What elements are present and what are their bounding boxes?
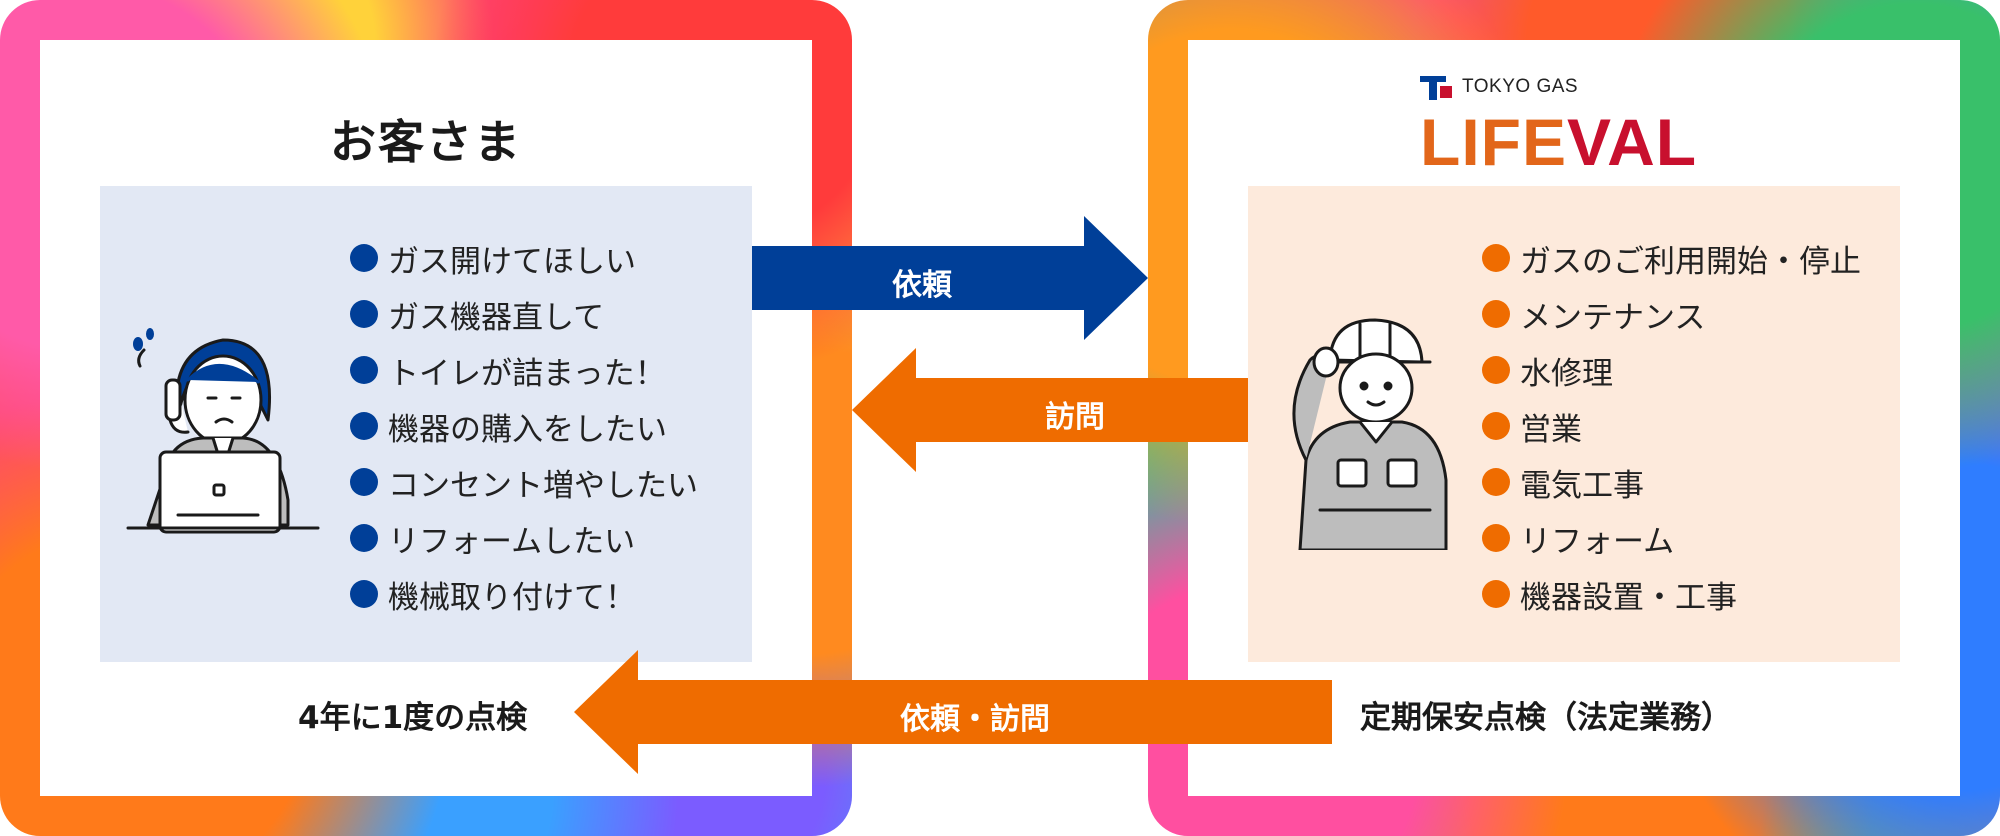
company-inspection-text: 定期保安点検（法定業務） <box>1360 700 1732 736</box>
list-item: ガス機器直して <box>350 286 698 342</box>
customer-request-list: ガス開けてほしい ガス機器直して トイレが詰まった！ 機器の購入をしたい コンセ… <box>350 230 698 622</box>
list-item: 電気工事 <box>1482 454 1861 510</box>
list-item: 機械取り付けて！ <box>350 566 698 622</box>
bullet-dot-icon <box>350 468 378 496</box>
list-item: リフォームしたい <box>350 510 698 566</box>
bullet-dot-icon <box>350 244 378 272</box>
worker-man-illustration <box>1292 318 1448 550</box>
request-visit-arrow-icon <box>574 650 1332 774</box>
bullet-dot-icon <box>1482 300 1510 328</box>
list-item: トイレが詰まった！ <box>350 342 698 398</box>
list-item: ガス開けてほしい <box>350 230 698 286</box>
list-item: 機器設置・工事 <box>1482 566 1861 622</box>
tokyo-gas-lifeval-logo: TOKYO GAS LIFEVAL <box>1420 66 1740 179</box>
bullet-dot-icon <box>350 412 378 440</box>
bullet-dot-icon <box>350 356 378 384</box>
request-arrow-label: 依頼 <box>892 268 952 303</box>
visit-arrow-icon <box>852 348 1248 472</box>
bullet-dot-icon <box>1482 356 1510 384</box>
customer-title: お客さま <box>330 115 522 169</box>
company-service-list: ガスのご利用開始・停止 メンテナンス 水修理 営業 電気工事 リフォーム 機器設… <box>1482 230 1861 622</box>
bullet-dot-icon <box>1482 580 1510 608</box>
bullet-dot-icon <box>350 524 378 552</box>
request-visit-arrow-label: 依頼・訪問 <box>900 702 1050 737</box>
list-item: 機器の購入をしたい <box>350 398 698 454</box>
logo-tokyo-gas-text: TOKYO GAS <box>1462 76 1579 97</box>
list-item: 水修理 <box>1482 342 1861 398</box>
list-item: リフォーム <box>1482 510 1861 566</box>
customer-inspection-text: 4年に1度の点検 <box>298 700 528 736</box>
tokyo-gas-mark-icon <box>1420 76 1452 100</box>
customer-woman-illustration <box>126 328 320 534</box>
list-item: ガスのご利用開始・停止 <box>1482 230 1861 286</box>
list-item: メンテナンス <box>1482 286 1861 342</box>
list-item: 営業 <box>1482 398 1861 454</box>
request-arrow-icon <box>752 216 1148 340</box>
bullet-dot-icon <box>1482 524 1510 552</box>
logo-lifeval-text: LIFEVAL <box>1420 105 1698 179</box>
bullet-dot-icon <box>350 300 378 328</box>
visit-arrow-label: 訪問 <box>1045 400 1105 435</box>
bullet-dot-icon <box>1482 468 1510 496</box>
bullet-dot-icon <box>1482 412 1510 440</box>
bullet-dot-icon <box>350 580 378 608</box>
list-item: コンセント増やしたい <box>350 454 698 510</box>
bullet-dot-icon <box>1482 244 1510 272</box>
